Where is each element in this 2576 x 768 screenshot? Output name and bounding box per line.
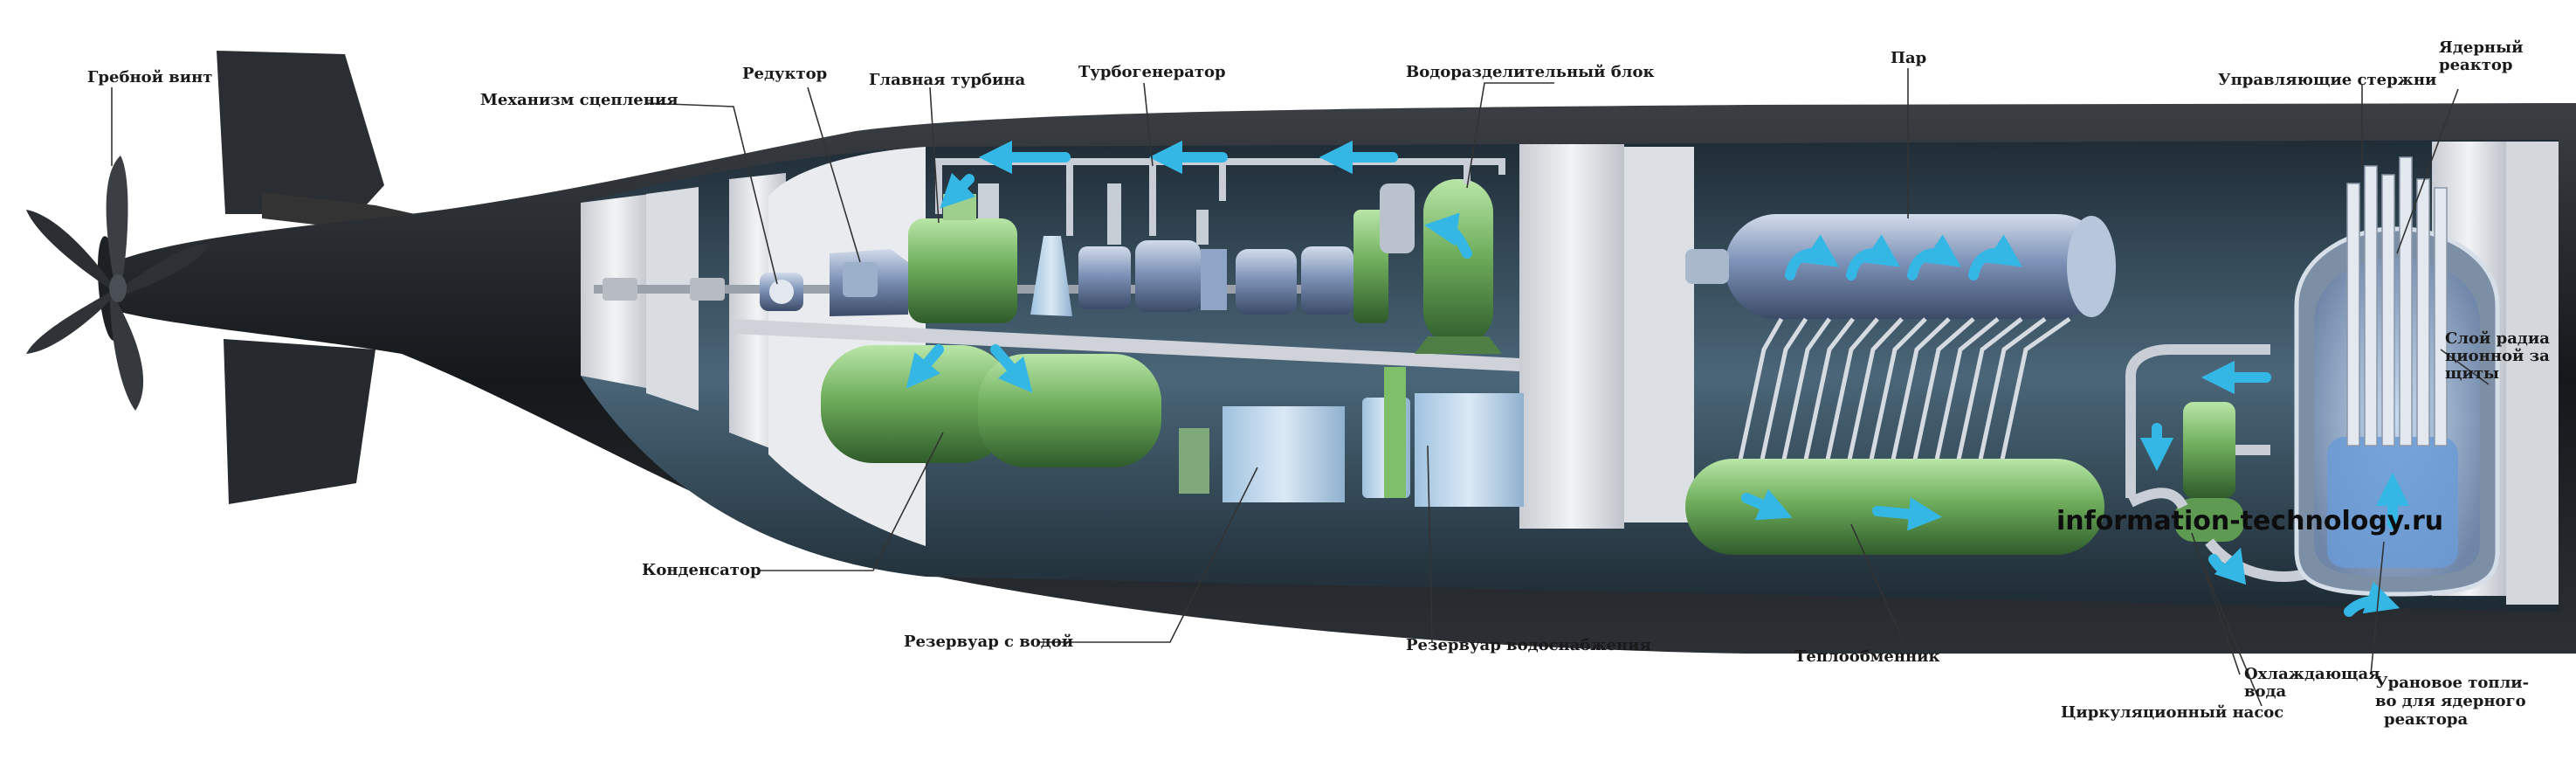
label-reducer: Редуктор bbox=[742, 65, 827, 83]
turbogenerators bbox=[1030, 183, 1353, 316]
label-main-turbine: Главная турбина bbox=[869, 71, 1025, 89]
label-shield-line2: ционной за bbox=[2445, 347, 2550, 365]
label-propeller: Гребной винт bbox=[87, 68, 212, 86]
label-turbogenerator: Турбогенератор bbox=[1078, 63, 1226, 81]
label-steam: Пар bbox=[1891, 49, 1926, 67]
label-clutch: Механизм сцепления bbox=[480, 91, 678, 109]
machinery-deck bbox=[734, 319, 1519, 371]
nuclear-reactor bbox=[2294, 226, 2500, 597]
condenser bbox=[821, 345, 1161, 467]
propeller-icon bbox=[26, 156, 210, 411]
label-uranium-line2: во для ядерного bbox=[2375, 692, 2526, 710]
label-reactor-line2: реактор bbox=[2439, 56, 2512, 74]
labels: Гребной винт Механизм сцепления Редуктор… bbox=[87, 38, 2550, 729]
heat-exchanger-tubes bbox=[1735, 316, 2071, 473]
label-water-separator: Водоразделительный блок bbox=[1406, 63, 1655, 81]
water-supply-tank bbox=[1384, 367, 1524, 507]
label-circulation-pump: Циркуляционный насос bbox=[2061, 703, 2283, 722]
label-uranium-line3: реактора bbox=[2384, 710, 2468, 729]
clutch-mechanism bbox=[760, 273, 803, 311]
label-condenser: Конденсатор bbox=[642, 561, 761, 579]
label-shield-line1: Слой радиа bbox=[2445, 329, 2550, 348]
control-rods bbox=[2346, 156, 2448, 446]
label-water-tank: Резервуар с водой bbox=[904, 633, 1073, 651]
label-uranium-line1: Урановое топли- bbox=[2375, 674, 2529, 692]
label-reactor-line1: Ядерный bbox=[2439, 38, 2523, 57]
label-cooling-water-line1: Охлаждающая bbox=[2244, 665, 2380, 683]
label-shield-line3: щиты bbox=[2445, 364, 2499, 383]
label-supply-tank: Резервуар водоснабжения bbox=[1406, 636, 1651, 654]
label-control-rods: Управляющие стержни bbox=[2218, 71, 2436, 89]
steam-drum bbox=[1685, 214, 2116, 319]
heat-exchanger bbox=[1685, 459, 2104, 555]
label-heat-exchanger: Теплообменник bbox=[1794, 647, 1940, 666]
label-cooling-water-line2: вода bbox=[2244, 682, 2287, 701]
leader-lines bbox=[111, 68, 2490, 707]
circulation-pump bbox=[2128, 402, 2244, 542]
flow-arrows bbox=[906, 140, 2410, 617]
reducer bbox=[830, 249, 908, 316]
watermark: information-technology.ru bbox=[2056, 506, 2443, 536]
